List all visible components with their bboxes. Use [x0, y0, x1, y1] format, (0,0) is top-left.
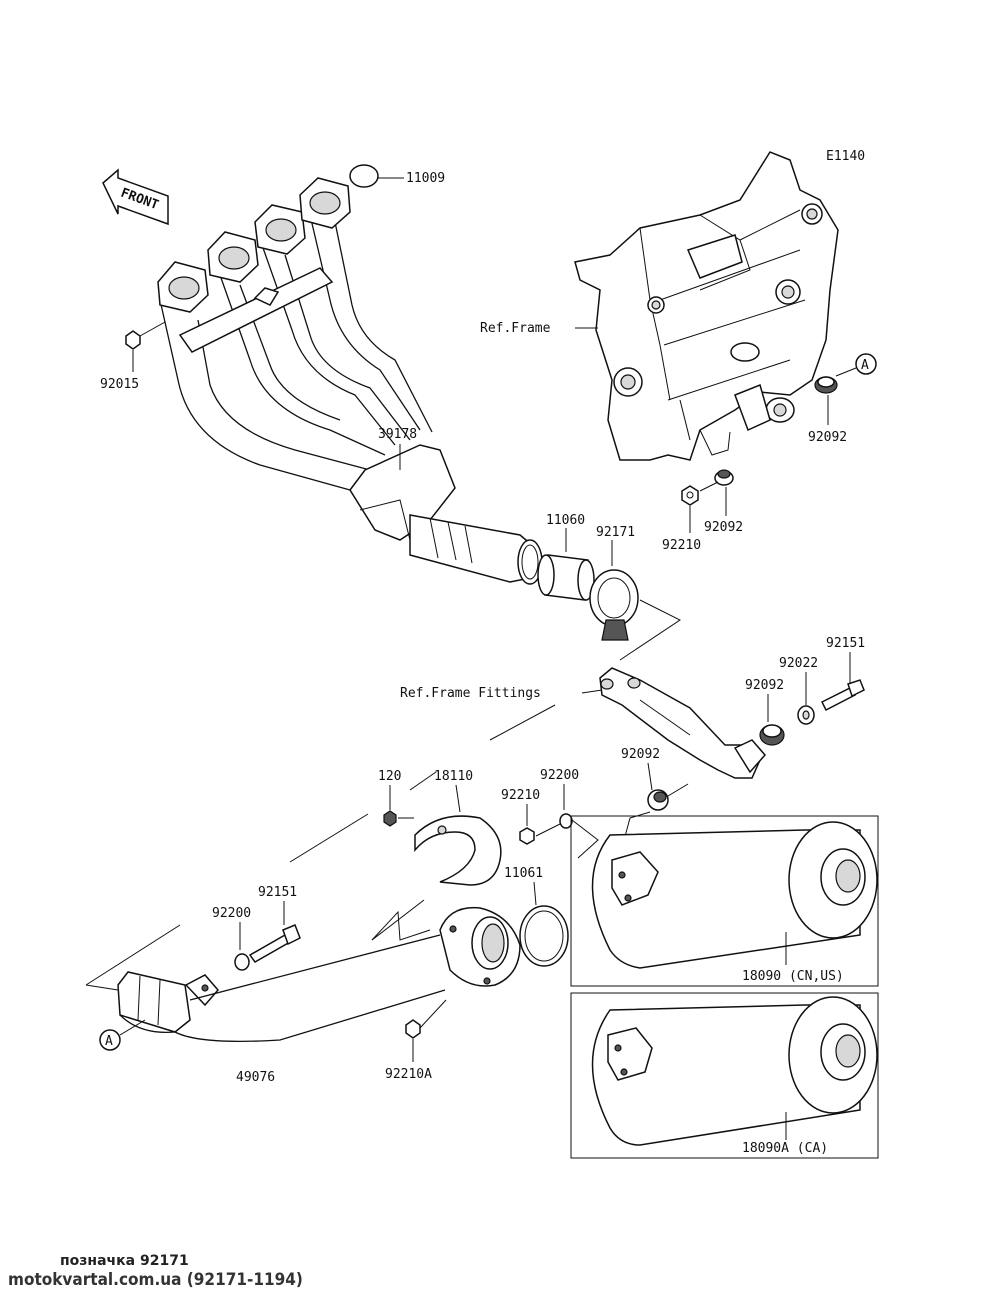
part-92210A: 92210A: [385, 1067, 432, 1082]
part-92022: 92022: [779, 656, 818, 671]
part-92200-b: 92200: [212, 906, 251, 921]
frame-drawing: [574, 151, 839, 461]
gasket-11009: [349, 164, 379, 188]
nut-92210-b: [519, 827, 535, 845]
marker-a-bottom-text: A: [105, 1034, 113, 1049]
bolt-92151-upper: [820, 679, 865, 712]
bolt-120: [383, 810, 397, 827]
footer-source: motokvartal.com.ua (92171-1194): [8, 1270, 303, 1290]
part-92200-a: 92200: [540, 768, 579, 783]
washer-92200-b: [234, 953, 250, 971]
nut-92210: [681, 485, 699, 506]
part-92015: 92015: [100, 377, 139, 392]
frame-fitting-bracket: [599, 667, 766, 779]
grommet-middle: [714, 469, 734, 486]
ref-frame-label: Ref.Frame: [480, 321, 551, 336]
front-arrow-icon: FRONT: [102, 168, 169, 226]
muffler-18090A-box: [570, 992, 879, 1159]
part-11060: 11060: [546, 513, 585, 528]
gasket-11060: [537, 554, 595, 601]
part-92092-d: 92092: [621, 747, 660, 762]
exhaust-header-39178: [157, 177, 543, 585]
bolt-92151-lower: [248, 924, 301, 963]
part-92210-a: 92210: [662, 538, 701, 553]
part-92092-c: 92092: [745, 678, 784, 693]
part-92171: 92171: [596, 525, 635, 540]
washer-92200-a: [559, 813, 573, 829]
diagram-code: E1140: [826, 149, 865, 164]
marker-a-top-text: A: [861, 358, 869, 373]
part-18110: 18110: [434, 769, 473, 784]
marker-a-bottom: [99, 1029, 121, 1051]
clamp-92171: [589, 569, 639, 641]
part-92092-a: 92092: [808, 430, 847, 445]
grommet-92092-c: [759, 724, 785, 746]
part-92151-a: 92151: [826, 636, 865, 651]
middle-pipe-49076: [117, 934, 446, 1043]
part-11009: 11009: [406, 171, 445, 186]
part-18090A: 18090A (CA): [742, 1141, 828, 1156]
nut-92210A: [405, 1019, 421, 1039]
part-39178: 39178: [378, 427, 417, 442]
part-18090: 18090 (CN,US): [742, 969, 844, 984]
footer-caption: позначка 92171: [60, 1253, 189, 1269]
part-49076: 49076: [236, 1070, 275, 1085]
marker-a-top: [855, 353, 877, 375]
part-11061: 11061: [504, 866, 543, 881]
heat-shield-18110: [414, 815, 502, 886]
part-92210-b: 92210: [501, 788, 540, 803]
flange-plate: [439, 906, 521, 987]
grommet-92092-d: [647, 789, 669, 811]
part-120: 120: [378, 769, 401, 784]
part-92151-b: 92151: [258, 885, 297, 900]
part-92092-b: 92092: [704, 520, 743, 535]
gasket-11061: [519, 905, 569, 967]
muffler-18090-box: [570, 815, 879, 987]
ref-frame-fittings-label: Ref.Frame Fittings: [400, 686, 541, 701]
grommet-upper: [814, 376, 838, 394]
nut-92015: [125, 330, 141, 350]
